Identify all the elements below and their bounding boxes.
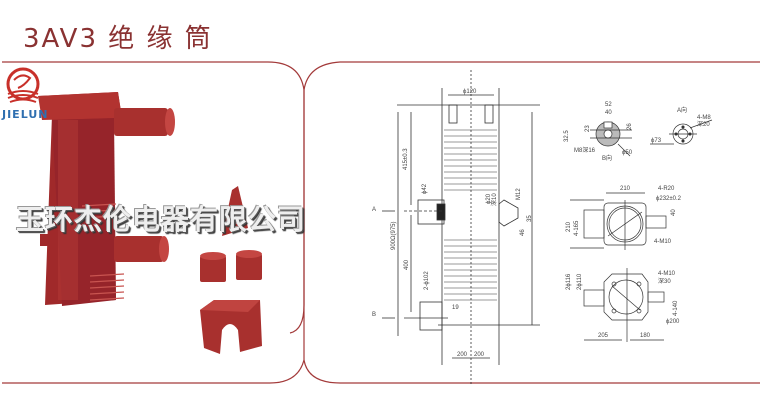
dim-bottom-left: 205: [598, 333, 609, 339]
dim-bottom-bore: ϕ200: [666, 319, 680, 325]
dim-b-inner: 40: [605, 110, 612, 116]
dim-bottom-dia-inner: 2ϕ110: [577, 273, 583, 290]
dim-base-left: 200: [457, 352, 468, 358]
dim-a-depth: 深20: [697, 120, 710, 128]
main-view-labels: A B ϕ120 415±0.3 900Ω(975) 400 ϕ42 2-ϕ10…: [372, 89, 533, 358]
bottom-view-drawing: [583, 268, 665, 342]
right-panel-bottom-border: [303, 359, 760, 384]
dim-side-width: 35: [527, 215, 533, 222]
cap-left: [200, 256, 226, 282]
section-b-drawing: [590, 121, 632, 157]
dim-b-outer: 52: [605, 102, 612, 108]
dim-top-radius: 4-R20: [658, 186, 675, 192]
dim-top-spacing: 4-165: [574, 220, 580, 236]
section-a-labels: A向 4-M8 深20 ϕ73: [651, 106, 711, 144]
company-logo: [6, 67, 40, 103]
panel-borders: [2, 61, 760, 384]
dim-base-right: 200: [474, 352, 485, 358]
dim-b-thread: M8深16: [574, 146, 596, 154]
triangle-bracket: [222, 186, 248, 236]
dim-top-port: 40: [671, 209, 677, 216]
dim-total-height: 900Ω(975): [391, 221, 397, 250]
bottom-view-labels: 2ϕ116 2ϕ110 4-M10 深30 4-140 ϕ200 205 180: [566, 271, 680, 339]
dim-top-height: 210: [566, 221, 572, 232]
section-b-labels: 52 40 32.5 23 26 M8深16 ϕ50 B向: [564, 102, 633, 162]
dim-top-diameter: ϕ120: [463, 89, 477, 95]
dim-side-port: ϕ20: [486, 193, 492, 204]
dim-base-offset: 19: [452, 305, 459, 311]
cap-right: [236, 254, 262, 280]
dim-top-width: 210: [620, 186, 631, 192]
company-watermark: 玉环杰伦电器有限公司: [16, 203, 307, 236]
dim-side-offset: 46: [520, 229, 526, 236]
logo-text: JIELUN: [2, 108, 49, 121]
top-view-labels: 210 210 4-165 4-R20 ϕ232±0.2 40 4-M10: [566, 186, 682, 245]
dim-a-diameter: ϕ73: [651, 138, 662, 144]
page-title: 3AV3 绝 缘 筒: [23, 24, 213, 54]
view-marker-b: B: [372, 312, 376, 318]
u-clamp: [200, 300, 262, 354]
product-photo: [38, 92, 262, 354]
dim-b-diameter: ϕ50: [622, 150, 633, 156]
dim-lower-port: 2-ϕ102: [424, 271, 430, 290]
dim-b-left-a: 32.5: [564, 130, 570, 142]
dim-top-bolts: 4-M10: [654, 239, 672, 245]
dim-height-lower: 400: [404, 259, 410, 270]
dim-bottom-bolts: 4-M10: [658, 271, 676, 277]
dim-bottom-depth: 深30: [658, 277, 671, 285]
top-view-drawing: [570, 192, 667, 250]
dim-height-upper: 415±0.3: [403, 148, 409, 170]
section-a-drawing: [650, 119, 713, 145]
dim-upper-port: ϕ42: [422, 183, 428, 194]
dim-bottom-dia-outer: 2ϕ116: [566, 273, 572, 290]
view-marker-a: A: [372, 207, 376, 213]
dim-top-bore: ϕ232±0.2: [656, 196, 682, 202]
technical-drawing: [382, 70, 540, 385]
dim-bottom-right: 180: [640, 333, 651, 339]
dim-bottom-side: 4-140: [673, 300, 679, 316]
section-b-title: B向: [602, 154, 612, 162]
right-panel-top-border: [303, 61, 760, 91]
dim-b-right: 26: [627, 123, 633, 130]
dim-b-left-b: 23: [585, 125, 591, 132]
section-a-title: A向: [677, 106, 687, 114]
dim-a-bolts: 4-M8: [697, 115, 711, 121]
dim-side-depth: 深10: [490, 193, 498, 206]
dim-side-bolt: M12: [516, 188, 522, 200]
